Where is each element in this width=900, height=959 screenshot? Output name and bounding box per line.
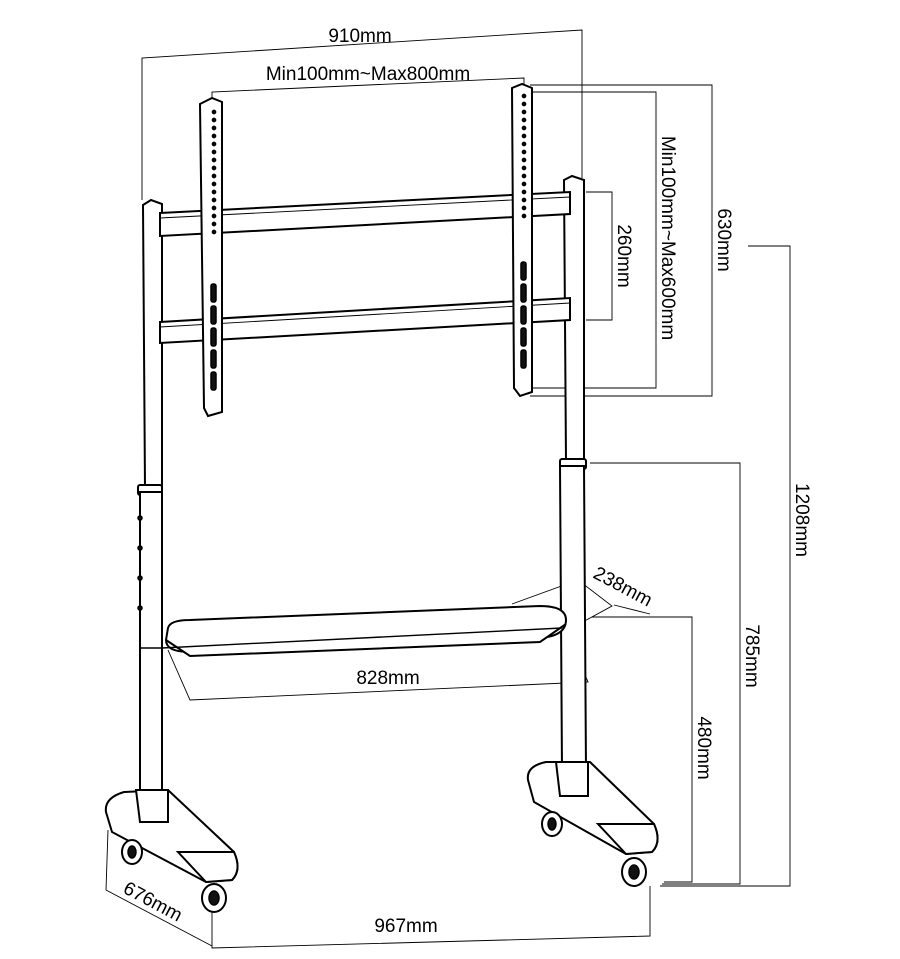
- label-column-height: 785mm: [741, 624, 762, 687]
- label-bracket-height: 630mm: [713, 208, 734, 271]
- label-bar-spacing: 260mm: [613, 224, 634, 287]
- label-shelf-depth: 238mm: [590, 563, 656, 611]
- left-arm-holes: [210, 109, 217, 391]
- label-base-width: 967mm: [374, 916, 437, 937]
- left-casters: [121, 839, 227, 913]
- right-base-foot: [526, 761, 659, 887]
- left-base-foot: [104, 788, 239, 913]
- label-overall-width: 910mm: [328, 26, 391, 47]
- right-casters: [541, 811, 647, 887]
- shelf: [161, 604, 568, 658]
- left-vesa-arm: [198, 96, 223, 418]
- label-vesa-vertical: Min100mm~Max600mm: [657, 136, 678, 340]
- left-column: [137, 198, 163, 793]
- right-arm-holes: [520, 93, 527, 369]
- stand-drawing: [104, 82, 659, 913]
- right-vesa-arm: [510, 82, 533, 398]
- crossbars: [159, 190, 571, 345]
- dimension-lines: [105, 29, 791, 949]
- label-overall-height: 1208mm: [791, 483, 812, 557]
- label-shelf-height: 480mm: [693, 716, 714, 779]
- dimension-labels: 910mm Min100mm~Max800mm Min100mm~Max600m…: [120, 26, 812, 937]
- label-vesa-horizontal: Min100mm~Max800mm: [266, 64, 470, 85]
- right-column: [558, 174, 588, 771]
- label-shelf-width: 828mm: [356, 668, 419, 689]
